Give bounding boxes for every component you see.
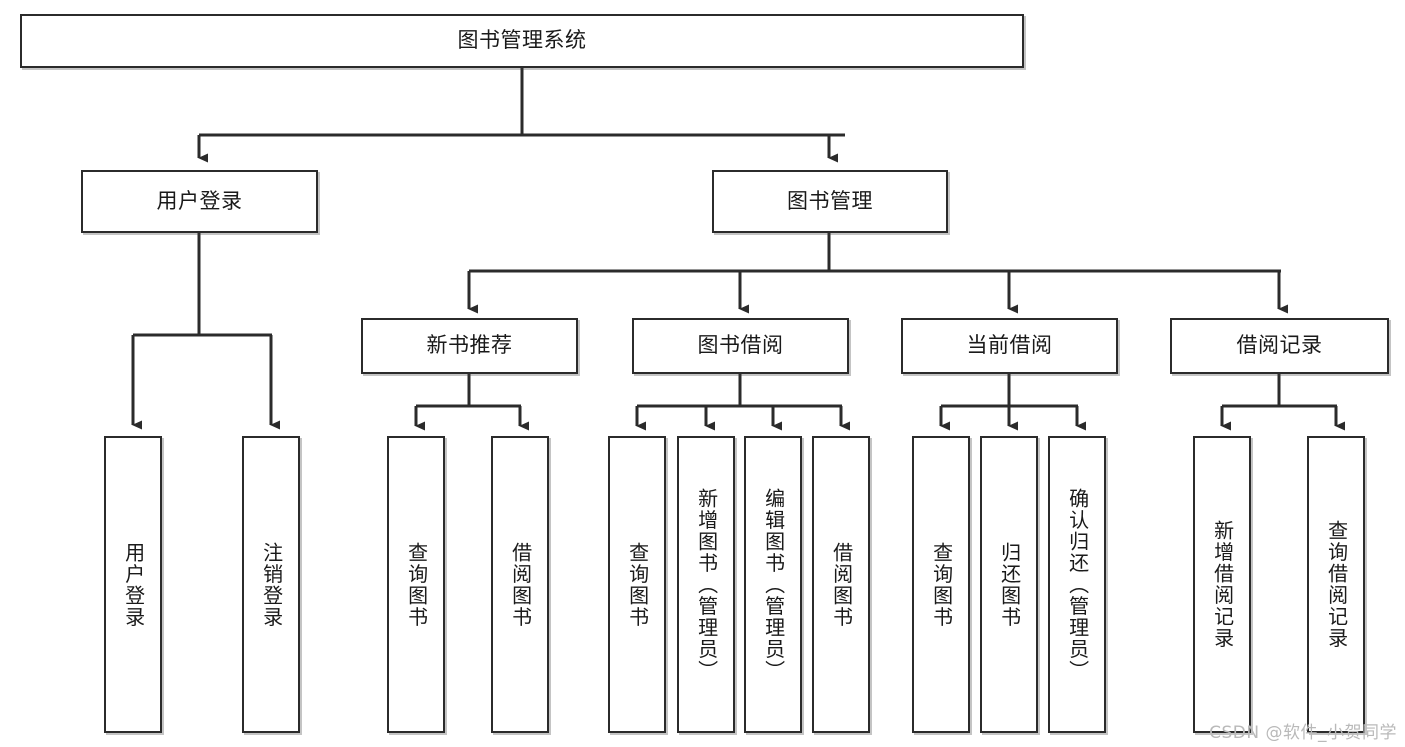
node-leaf-11-label: 确认归还（管理员） [1065, 487, 1090, 682]
node-leaf-5[interactable]: 查询图书 [608, 436, 666, 733]
node-records[interactable]: 借阅记录 [1170, 318, 1389, 374]
node-bookmgmt[interactable]: 图书管理 [712, 170, 948, 233]
node-leaf-13-label: 查询借阅记录 [1324, 520, 1349, 649]
node-leaf-8-label: 借阅图书 [829, 541, 854, 628]
node-login[interactable]: 用户登录 [81, 170, 318, 233]
node-leaf-2-label: 注销登录 [259, 541, 284, 628]
node-leaf-5-label: 查询图书 [625, 541, 650, 628]
node-bookmgmt-label: 图书管理 [787, 188, 873, 213]
node-leaf-11[interactable]: 确认归还（管理员） [1048, 436, 1106, 733]
node-login-label: 用户登录 [156, 188, 243, 213]
node-borrow[interactable]: 图书借阅 [632, 318, 849, 374]
node-leaf-8[interactable]: 借阅图书 [812, 436, 870, 733]
node-leaf-2[interactable]: 注销登录 [242, 436, 300, 733]
node-leaf-3[interactable]: 查询图书 [387, 436, 445, 733]
node-root-label: 图书管理系统 [457, 28, 587, 53]
node-leaf-12-label: 新增借阅记录 [1210, 520, 1235, 649]
node-leaf-3-label: 查询图书 [404, 541, 429, 628]
node-leaf-9-label: 查询图书 [929, 541, 954, 628]
node-current[interactable]: 当前借阅 [901, 318, 1118, 374]
node-leaf-4-label: 借阅图书 [508, 541, 533, 628]
node-leaf-6[interactable]: 新增图书（管理员） [677, 436, 735, 733]
node-newbook[interactable]: 新书推荐 [361, 318, 578, 374]
node-root[interactable]: 图书管理系统 [20, 14, 1024, 68]
node-records-label: 借阅记录 [1236, 333, 1323, 358]
node-leaf-1[interactable]: 用户登录 [104, 436, 162, 733]
csdn-watermark: CSDN @软件_小贺同学 [1209, 723, 1397, 743]
node-leaf-10[interactable]: 归还图书 [980, 436, 1038, 733]
node-leaf-4[interactable]: 借阅图书 [491, 436, 549, 733]
node-leaf-7[interactable]: 编辑图书（管理员） [744, 436, 802, 733]
node-current-label: 当前借阅 [966, 333, 1053, 358]
node-leaf-7-label: 编辑图书（管理员） [761, 487, 786, 682]
node-leaf-9[interactable]: 查询图书 [912, 436, 970, 733]
node-leaf-1-label: 用户登录 [121, 541, 146, 628]
node-borrow-label: 图书借阅 [697, 333, 784, 358]
node-leaf-10-label: 归还图书 [997, 541, 1022, 628]
node-leaf-6-label: 新增图书（管理员） [694, 487, 719, 682]
node-leaf-13[interactable]: 查询借阅记录 [1307, 436, 1365, 733]
node-newbook-label: 新书推荐 [426, 333, 513, 358]
node-leaf-12[interactable]: 新增借阅记录 [1193, 436, 1251, 733]
